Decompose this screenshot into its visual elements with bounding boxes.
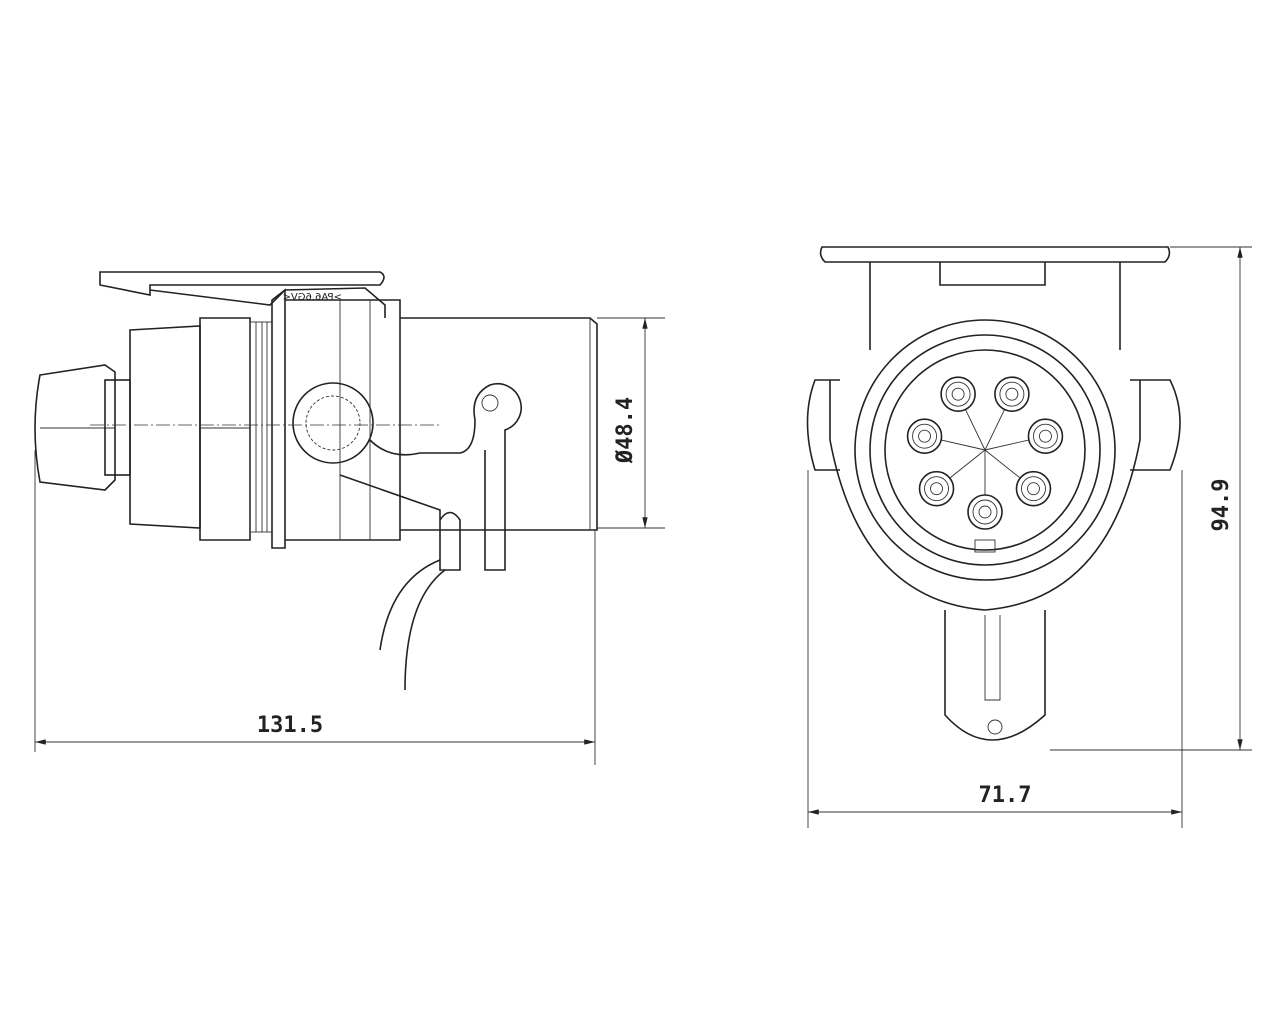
top-plate [819, 246, 1171, 263]
pin-contact [972, 499, 998, 525]
diameter-dimension: Ø48.4 [613, 397, 638, 464]
pin-contact [951, 387, 965, 401]
width-dimension: 71.7 [979, 783, 1032, 808]
housing-body [271, 288, 286, 549]
pin-contact [912, 423, 938, 449]
hinge-boss [292, 382, 374, 464]
height-dimension: 94.9 [1209, 479, 1234, 532]
latch-lever [369, 382, 522, 571]
hex-nut [129, 325, 201, 529]
cable-gland [34, 364, 116, 491]
side-bracket-left [806, 379, 840, 471]
pin-contact [1038, 429, 1052, 443]
pin-contact [1027, 482, 1040, 496]
socket-outer-ring [854, 319, 1116, 581]
front-view: 71.7 94.9 [806, 246, 1252, 828]
cable [379, 559, 446, 691]
pin-contact [1021, 476, 1046, 502]
cover-flap [149, 287, 386, 318]
socket-tube [400, 317, 598, 531]
pin-contacts [906, 376, 1064, 530]
side-bracket-right [1130, 379, 1181, 471]
pin-contact [924, 476, 949, 502]
length-dimension: 131.5 [257, 713, 323, 738]
side-view: >PA6.6GV< 131.5 Ø48.4 [34, 271, 665, 765]
pin-contact [918, 429, 932, 443]
pin-contact [1032, 423, 1058, 449]
pin-contact [1005, 387, 1019, 401]
pin-contact [930, 482, 943, 496]
thread [249, 321, 273, 533]
pin-contact [978, 505, 992, 519]
material-marking: >PA6.6GV< [283, 292, 342, 303]
pin-contact [945, 381, 971, 407]
socket-face [884, 349, 1086, 551]
pin-contact [999, 381, 1025, 407]
mount-tab [944, 610, 1046, 741]
